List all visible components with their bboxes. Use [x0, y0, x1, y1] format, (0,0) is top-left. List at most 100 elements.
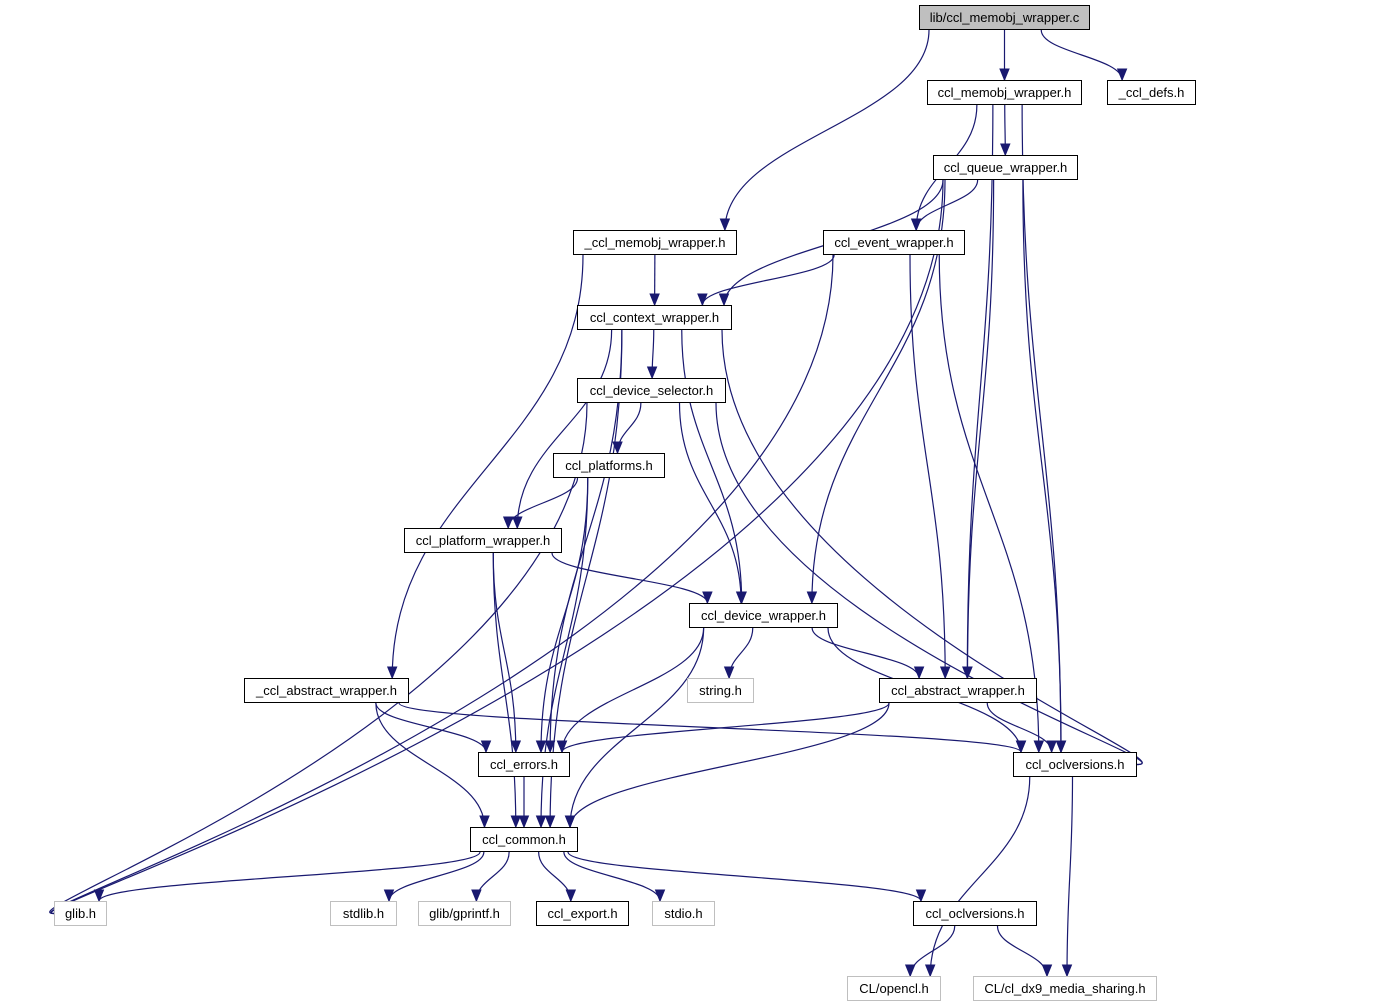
- node-string-h[interactable]: string.h: [687, 678, 754, 703]
- arrowhead-context-to-errors: [544, 740, 556, 754]
- arrowhead-devwrap-to-abstract: [913, 666, 925, 680]
- arrowhead-memobj_h-to-queue: [1000, 143, 1011, 157]
- edge-memobj_h-to-abstract: [966, 104, 994, 679]
- edge-_abstract-to-errors: [375, 702, 487, 753]
- edge-queue-to-glib: [50, 179, 944, 915]
- arrowhead-oclv2-to-opencl: [904, 964, 916, 978]
- edge-context-to-platwrap: [516, 329, 613, 529]
- node-lib-ccl-memobj-wrapper-c[interactable]: lib/ccl_memobj_wrapper.c: [919, 5, 1090, 30]
- node-stdio-h[interactable]: stdio.h: [652, 901, 715, 926]
- edge-platforms-to-errors: [540, 477, 589, 753]
- arrowhead-queue-to-oclv1: [1055, 740, 1067, 754]
- node-ccl-platform-wrapper-h[interactable]: ccl_platform_wrapper.h: [404, 528, 562, 553]
- arrowhead-queue-to-devwrap: [806, 591, 818, 605]
- arrowhead-platforms-to-platwrap: [502, 516, 514, 530]
- arrowhead-_memobj-to-_abstract: [386, 666, 398, 680]
- arrowhead-_abstract-to-errors: [480, 740, 492, 754]
- arrowhead-queue-to-event: [911, 218, 922, 232]
- edge-devsel-to-devwrap: [678, 402, 742, 604]
- node-ccl-memobj-wrapper-h[interactable]: ccl_memobj_wrapper.h: [927, 80, 1082, 105]
- edge-oclv1-to-dx9: [1066, 776, 1074, 977]
- arrowhead-context-to-common: [544, 815, 556, 829]
- arrowhead-devsel-to-platforms: [612, 441, 623, 455]
- arrowhead-context-to-platwrap: [512, 516, 523, 530]
- edge-abstract-to-errors: [561, 702, 890, 753]
- arrowhead-root-to-_memobj: [719, 218, 731, 232]
- node-ccl-event-wrapper-h[interactable]: ccl_event_wrapper.h: [823, 230, 965, 255]
- edge-devsel-to-oclv1: [715, 402, 1143, 766]
- arrowhead-event-to-oclv1: [1033, 740, 1045, 754]
- arrowhead-platwrap-to-devwrap: [702, 591, 713, 605]
- arrowhead-oclv2-to-dx9: [1041, 964, 1053, 978]
- arrowhead-queue-to-context: [718, 293, 730, 307]
- node-stdlib-h[interactable]: stdlib.h: [330, 901, 397, 926]
- edge-_abstract-to-common: [375, 702, 486, 828]
- node-ccl-common-h[interactable]: ccl_common.h: [470, 827, 578, 852]
- node-ccl-queue-wrapper-h[interactable]: ccl_queue_wrapper.h: [933, 155, 1078, 180]
- edge-memobj_h-to-oclv1: [1021, 104, 1062, 753]
- arrowhead-common-to-stdlib: [383, 889, 395, 903]
- arrowhead-_abstract-to-oclv1: [1015, 740, 1027, 754]
- arrowhead-devwrap-to-string: [723, 666, 735, 680]
- node-ccl-defs-h[interactable]: _ccl_defs.h: [1107, 80, 1196, 105]
- node-cl-opencl-h[interactable]: CL/opencl.h: [847, 976, 941, 1001]
- node-cl-cl-dx9-media-sharing-h[interactable]: CL/cl_dx9_media_sharing.h: [973, 976, 1157, 1001]
- edge-common-to-stdio: [563, 851, 661, 902]
- arrowhead-platwrap-to-errors: [510, 740, 522, 754]
- edge-context-to-devwrap: [681, 329, 743, 604]
- edge-common-to-gprintf: [475, 851, 510, 902]
- arrowhead-context-to-devsel: [646, 366, 658, 380]
- arrowhead-platforms-to-errors: [535, 740, 547, 754]
- edge-common-to-export: [538, 851, 572, 902]
- arrowhead-oclv1-to-dx9: [1061, 964, 1073, 978]
- node-ccl-errors-h[interactable]: ccl_errors.h: [478, 752, 570, 777]
- edge-devwrap-to-abstract: [811, 627, 920, 679]
- edge-platwrap-to-errors: [492, 552, 517, 753]
- arrowhead-common-to-glib: [93, 889, 105, 903]
- arrowhead-oclv1-to-opencl: [924, 964, 936, 978]
- edge-platwrap-to-common: [492, 552, 517, 828]
- node-ccl-platforms-h[interactable]: ccl_platforms.h: [553, 453, 665, 478]
- edge-platwrap-to-devwrap: [551, 552, 708, 604]
- arrowhead-common-to-oclv2: [915, 889, 927, 903]
- edge-event-to-abstract: [909, 254, 946, 679]
- arrowhead-devsel-to-devwrap: [735, 591, 747, 605]
- edge-root-to-defs: [1040, 29, 1123, 81]
- arrowhead-queue-to-abstract: [962, 666, 973, 680]
- node-ccl-device-selector-h[interactable]: ccl_device_selector.h: [577, 378, 726, 403]
- edge-root-to-_memobj: [724, 29, 930, 231]
- edge-devwrap-to-common: [569, 627, 705, 828]
- edge-devwrap-to-errors: [561, 627, 705, 753]
- edge-abstract-to-common: [569, 702, 890, 828]
- arrowhead-abstract-to-errors: [556, 740, 568, 754]
- node-ccl-oclversions-h[interactable]: ccl_oclversions.h: [1013, 752, 1137, 777]
- node-glib-gprintf-h[interactable]: glib/gprintf.h: [418, 901, 511, 926]
- arrowhead-root-to-memobj_h: [999, 68, 1010, 82]
- arrowhead-event-to-abstract: [939, 666, 951, 680]
- arrowhead-event-to-context: [697, 293, 708, 307]
- node-ccl-memobj-wrapper-h[interactable]: _ccl_memobj_wrapper.h: [573, 230, 737, 255]
- node-ccl-device-wrapper-h[interactable]: ccl_device_wrapper.h: [689, 603, 838, 628]
- arrowhead-common-to-export: [565, 889, 577, 903]
- arrowhead-common-to-gprintf: [471, 889, 482, 903]
- node-ccl-abstract-wrapper-h[interactable]: _ccl_abstract_wrapper.h: [244, 678, 409, 703]
- edge-queue-to-abstract: [966, 179, 995, 679]
- arrowhead-platforms-to-common: [535, 815, 547, 829]
- arrowhead-platwrap-to-common: [510, 815, 522, 829]
- node-glib-h[interactable]: glib.h: [54, 901, 107, 926]
- edge-common-to-oclv2: [567, 851, 922, 902]
- arrowhead-errors-to-common: [518, 815, 530, 829]
- arrowhead-_abstract-to-common: [479, 815, 490, 829]
- node-ccl-oclversions-h[interactable]: ccl_oclversions.h: [913, 901, 1037, 926]
- node-ccl-abstract-wrapper-h[interactable]: ccl_abstract_wrapper.h: [879, 678, 1037, 703]
- edge-event-to-glib: [50, 254, 834, 915]
- edge-common-to-stdlib: [388, 851, 485, 902]
- arrowhead-common-to-stdio: [654, 889, 666, 903]
- arrowhead-abstract-to-oclv1: [1046, 740, 1057, 754]
- node-ccl-context-wrapper-h[interactable]: ccl_context_wrapper.h: [577, 305, 732, 330]
- edge-common-to-glib: [98, 851, 481, 902]
- arrowhead-_memobj-to-context: [649, 293, 660, 307]
- edge-queue-to-oclv1: [1022, 179, 1062, 753]
- node-ccl-export-h[interactable]: ccl_export.h: [536, 901, 629, 926]
